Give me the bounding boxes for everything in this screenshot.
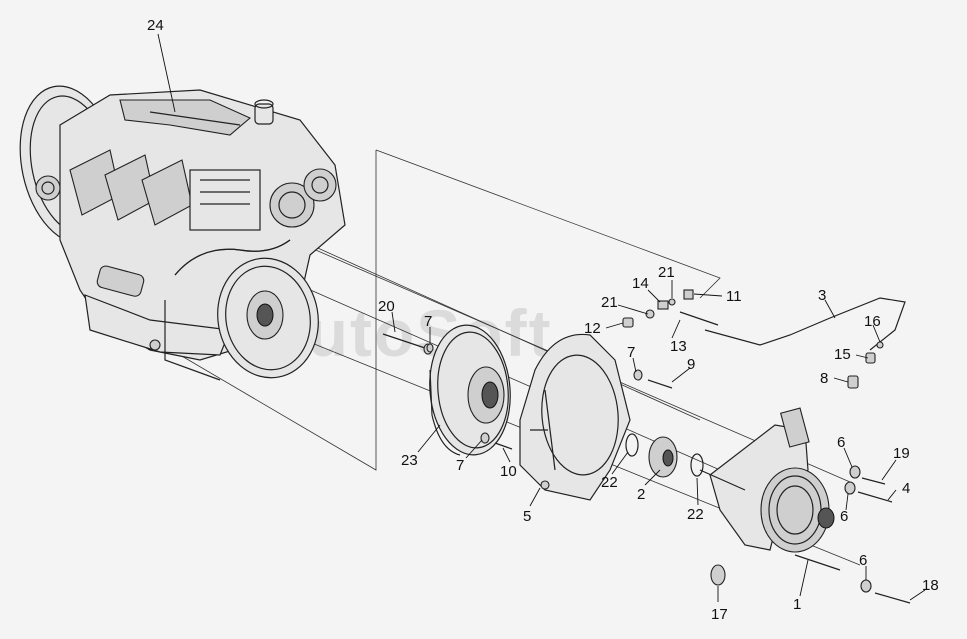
part-2-bearing	[625, 433, 704, 478]
callout-8: 8	[820, 370, 828, 387]
callout-18: 18	[922, 577, 939, 594]
leader-lines	[157, 33, 926, 602]
callout-14: 14	[632, 275, 649, 292]
callout-23: 23	[401, 452, 418, 469]
callout-2: 2	[637, 486, 645, 503]
callout-16: 16	[864, 313, 881, 330]
callout-21b: 21	[601, 294, 618, 311]
callout-17: 17	[711, 606, 728, 623]
callout-7b: 7	[627, 344, 635, 361]
callout-12: 12	[584, 320, 601, 337]
callout-3: 3	[818, 287, 826, 304]
callout-6c: 6	[859, 552, 867, 569]
callout-labels: 24 3 14 21 11 21 16 20 7 12 13 15 7 9 8 …	[147, 17, 939, 623]
engine-assembly	[19, 85, 346, 381]
callout-20: 20	[378, 298, 395, 315]
part-23-flywheel	[429, 324, 511, 456]
callout-19: 19	[893, 445, 910, 462]
callout-6a: 6	[837, 434, 845, 451]
callout-15: 15	[834, 346, 851, 363]
callout-7c: 7	[456, 457, 464, 474]
callout-4: 4	[902, 480, 910, 497]
callout-22b: 22	[687, 506, 704, 523]
callout-13: 13	[670, 338, 687, 355]
callout-10: 10	[500, 463, 517, 480]
callout-24: 24	[147, 17, 164, 34]
callout-6b: 6	[840, 508, 848, 525]
callout-5: 5	[523, 508, 531, 525]
part-5-housing	[519, 333, 631, 501]
part-1-assembly	[699, 407, 841, 586]
callout-21a: 21	[658, 264, 675, 281]
callout-11: 11	[726, 288, 742, 305]
callout-22a: 22	[601, 474, 618, 491]
callout-9: 9	[687, 356, 695, 373]
callout-7a: 7	[424, 313, 432, 330]
callout-1: 1	[793, 596, 801, 613]
